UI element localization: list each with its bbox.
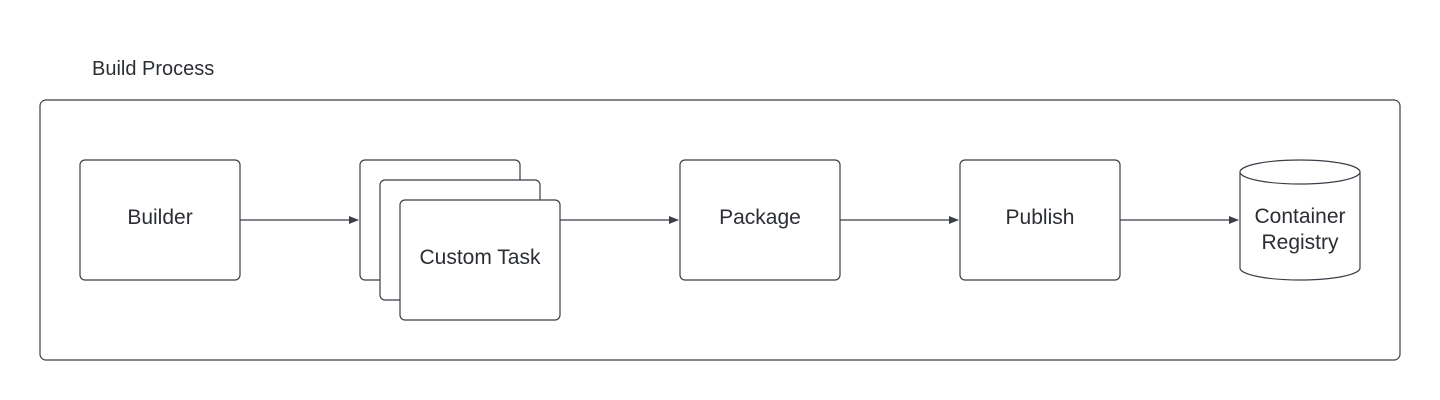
builder-node: Builder bbox=[79, 159, 241, 281]
publish-label: Publish bbox=[1006, 206, 1075, 229]
publish-node: Publish bbox=[959, 159, 1121, 281]
custom-task-label: Custom Task bbox=[420, 246, 541, 269]
package-label: Package bbox=[719, 206, 801, 229]
container-registry-database-icon: Container Registry bbox=[1239, 159, 1361, 281]
group-title: Build Process bbox=[92, 58, 214, 80]
custom-task-card-front bbox=[399, 199, 561, 321]
custom-task-stack: Custom Task bbox=[359, 159, 561, 321]
container-registry-label-line1: Container bbox=[1254, 205, 1345, 228]
package-node: Package bbox=[679, 159, 841, 281]
container-registry-label-line2: Registry bbox=[1261, 231, 1339, 254]
builder-label: Builder bbox=[127, 206, 192, 229]
